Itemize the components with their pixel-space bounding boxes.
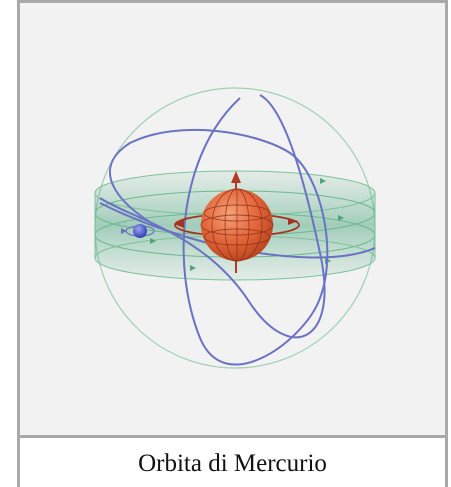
figure-caption: Orbita di Mercurio <box>138 450 327 477</box>
sun-icon <box>200 188 274 262</box>
mercury-orbit-diagram <box>94 87 376 369</box>
diagram-area <box>20 3 445 438</box>
figure-frame: Orbita di Mercurio <box>17 0 448 487</box>
planet-icon <box>121 224 155 238</box>
